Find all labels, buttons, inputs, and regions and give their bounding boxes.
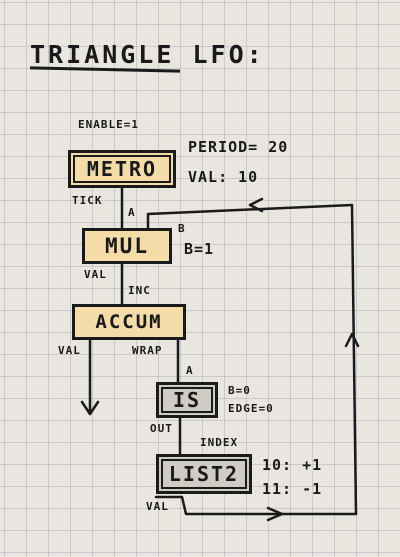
arrow-feedback-right (266, 506, 284, 522)
accum-out-wrap-port: WRAP (132, 344, 163, 357)
mul-label: MUL (105, 234, 149, 258)
metro-node: METRO (68, 150, 176, 188)
list-in-port: INDEX (200, 436, 239, 449)
metro-label: METRO (86, 157, 158, 181)
metro-period-param: PERIOD= 20 (188, 138, 289, 156)
accum-out-val-port: VAL (58, 344, 81, 357)
arrow-feedback-left (248, 197, 264, 213)
list-out-port: VAL (146, 500, 169, 513)
diagram-title: TRIANGLE LFO: (30, 40, 265, 69)
is-edge-param: EDGE=0 (228, 402, 274, 415)
list2-label: LIST2 (168, 462, 240, 486)
mul-b-param: B=1 (184, 240, 215, 258)
arrow-feedback-up (344, 332, 360, 348)
is-node: IS (156, 382, 218, 418)
list-item-1-param: 11: -1 (262, 480, 323, 498)
mul-in-b-port: B (178, 222, 186, 235)
is-in-a-port: A (186, 364, 194, 377)
is-out-port: OUT (150, 422, 173, 435)
accum-label: ACCUM (95, 311, 163, 333)
arrow-accum-out (80, 400, 100, 416)
mul-in-a-port: A (128, 206, 136, 219)
mul-node: MUL (82, 228, 172, 264)
metro-val-param: VAL: 10 (188, 168, 259, 186)
accum-node: ACCUM (72, 304, 186, 340)
mul-out-port: VAL (84, 268, 107, 281)
is-b-param: B=0 (228, 384, 251, 397)
wire-feedback (146, 203, 358, 516)
list-item-0-param: 10: +1 (262, 456, 323, 474)
metro-out-port: TICK (72, 194, 103, 207)
accum-in-port: INC (128, 284, 151, 297)
is-label: IS (172, 388, 202, 412)
list2-node: LIST2 (156, 454, 252, 494)
metro-enable-param: ENABLE=1 (78, 118, 139, 131)
